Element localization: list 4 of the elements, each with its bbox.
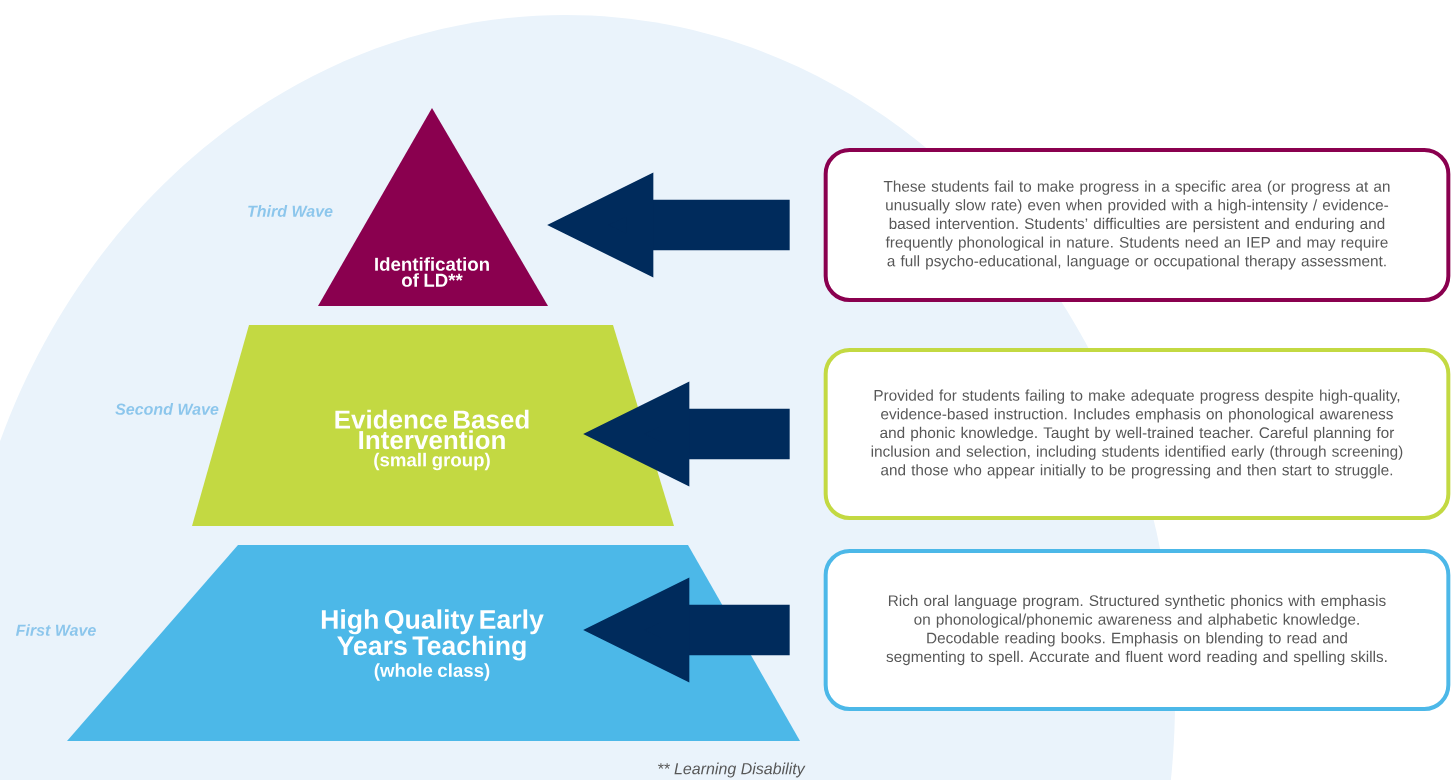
description-box: Provided for students failing to make adequate progress despite high-quality, evidence-based instruction. Includes emphasis on phonological awareness and phonic knowledge. Taught by well-trained teacher. Careful planning for inclusion and selection, including students identified early (through screening) and those who appear initially to be progressing and then start to struggle.: [823, 348, 1451, 520]
description-box: Rich oral language program. Structured synthetic phonics with emphasis on phonological/phonemic awareness and alphabetic knowledge. Decodable reading books. Emphasis on blending to read and segmenting to spell. Accurate and fluent word reading and spelling skills.: [823, 549, 1451, 711]
description-box: These students fail to make progress in a specific area (or progress at an unusually slow rate) even when provided with a high-intensity / evidence-based intervention. Students’ difficulties are persistent and enduring and frequently phonological in nature. Students need an IEP and may require a full psycho-educational, language or occupational therapy assessment.: [823, 148, 1451, 302]
footnote: ** Learning Disability: [658, 762, 806, 778]
